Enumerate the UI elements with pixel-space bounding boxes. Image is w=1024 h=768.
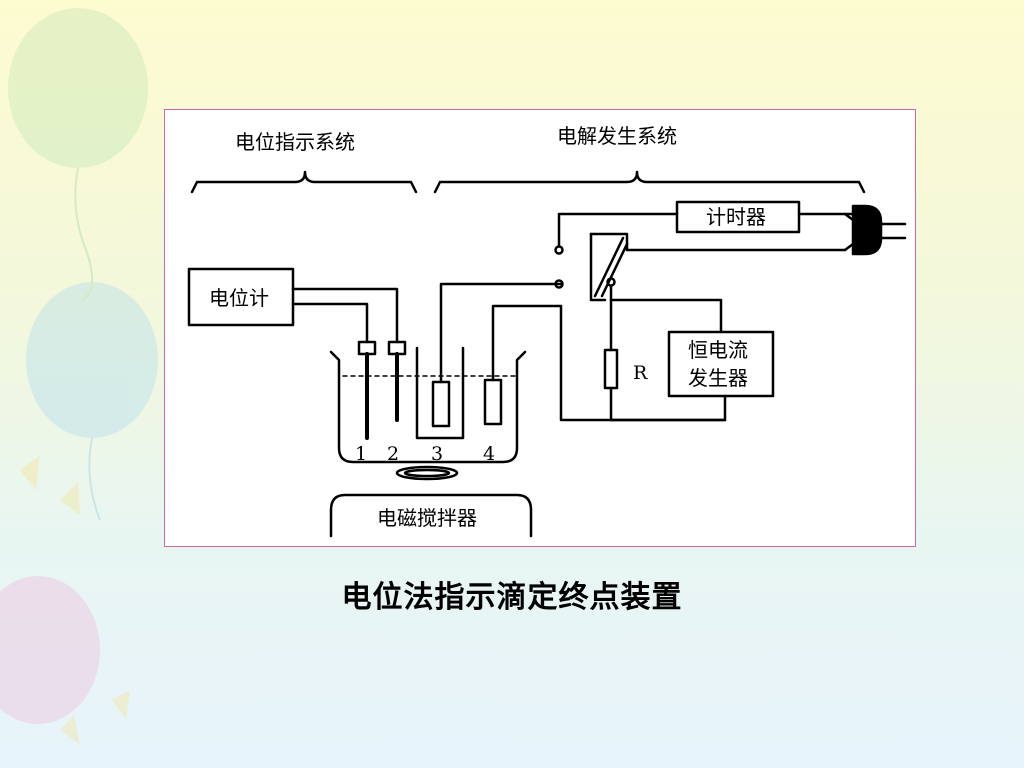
- beaker: [329, 350, 527, 464]
- current-generator-box: [667, 330, 775, 398]
- timer-box: [675, 200, 801, 234]
- stirrer-label: 电磁搅拌器: [377, 506, 477, 530]
- slide-caption: 电位法指示滴定终点装置: [341, 580, 683, 615]
- current-generator-label-1: 恒电流: [688, 338, 748, 362]
- timer-label: 计时器: [706, 205, 766, 229]
- diagram-frame: 电位指示系统 电解发生系统 电位计 计时器 恒电流 发生器 R 电磁搅拌器 1 …: [164, 109, 916, 547]
- stirrer-base: [329, 493, 533, 538]
- current-generator-label-2: 发生器: [688, 366, 748, 390]
- electrode-label-1: 1: [355, 443, 368, 465]
- left-brace: [190, 170, 418, 194]
- electrode-label-4: 4: [483, 443, 496, 465]
- right-brace: [433, 170, 866, 194]
- electrode-label-2: 2: [387, 443, 400, 465]
- potentiometer-label: 电位计: [209, 286, 269, 310]
- resistor: [603, 348, 619, 390]
- resistor-label: R: [633, 362, 648, 384]
- plug-icon: [851, 204, 883, 256]
- group-left-label: 电位指示系统: [235, 130, 355, 154]
- group-right-label: 电解发生系统: [557, 124, 677, 148]
- electrode-label-3: 3: [431, 443, 444, 465]
- apparatus-diagram: [187, 170, 907, 538]
- potentiometer-box: [187, 267, 295, 327]
